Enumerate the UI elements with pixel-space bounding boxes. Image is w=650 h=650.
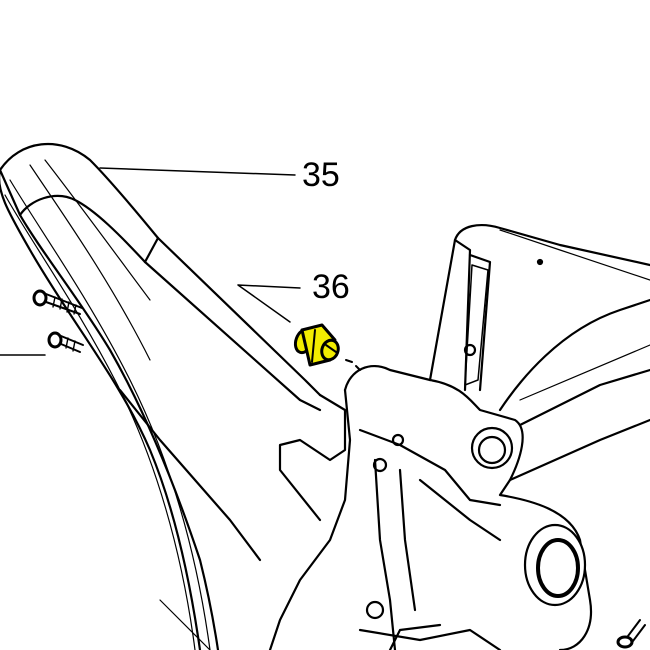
- callout-36: 36: [312, 268, 350, 306]
- bolt-lower: [47, 331, 84, 353]
- crankcase-housing: [268, 365, 593, 650]
- leader-line-36: [237, 284, 301, 323]
- assembly-dash-line: [345, 359, 361, 371]
- callout-35: 35: [302, 156, 340, 194]
- rear-handle-tank: [428, 224, 650, 482]
- leader-line-35: [99, 167, 296, 176]
- front-handle-bar: [0, 142, 347, 650]
- part-36-fitting: [293, 323, 340, 367]
- screw-bottom-right: [616, 619, 646, 649]
- bolt-upper: [32, 289, 83, 315]
